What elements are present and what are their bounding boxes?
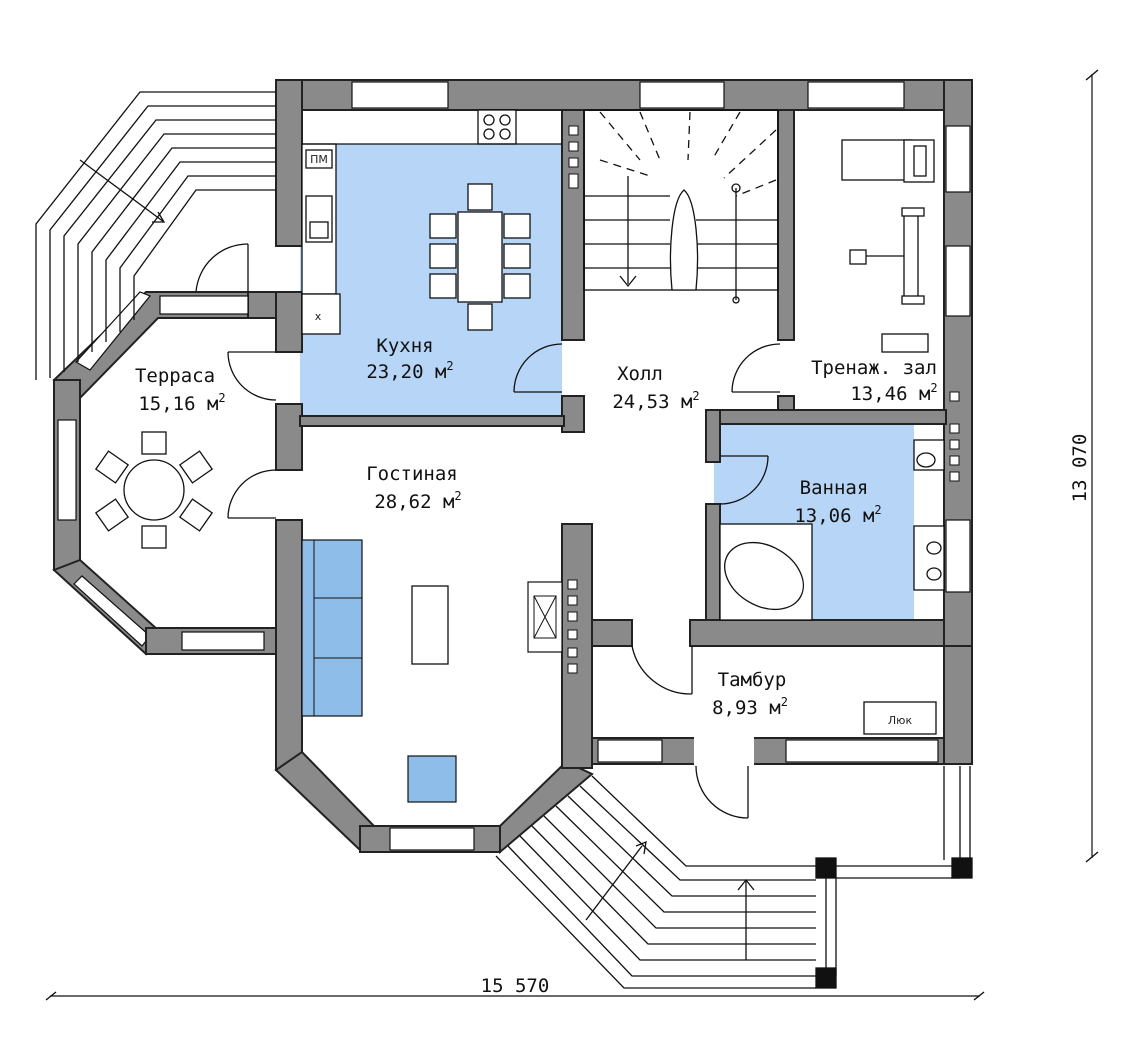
kitchen-cabinet [301,293,341,335]
porch [495,766,973,989]
dining-chair [503,243,531,269]
dishwasher [305,149,333,169]
wall-bay-right [499,760,594,855]
dimensions: 15 570 13 070 [45,69,1099,1001]
terrace-chair [141,525,167,549]
wall-living-hall [561,523,593,769]
stove [477,109,517,145]
vestibule: Люк [695,701,937,819]
window-vestibule-1 [597,739,663,763]
terrace-chair [141,431,167,455]
svg-text:ПМ: ПМ [310,153,328,166]
wall-bath-vestibule [689,619,945,647]
weight-bench [903,209,919,301]
wall-gym-bath [705,409,947,425]
gym-name: Тренаж. зал [811,357,937,379]
dining-chair [467,303,493,331]
wall-left-living-upper [275,403,303,471]
window-right-2 [945,245,971,317]
staircase [583,109,781,393]
vestibule-area: 8,93 м2 [712,695,788,719]
living-room [301,539,693,803]
living-name: Гостиная [366,463,458,485]
wall-bath-left [705,503,721,635]
treadmill [841,139,913,181]
terrace-area: 15,16 м2 [138,391,225,415]
dining-table [457,211,503,303]
terrace-table [123,459,185,521]
living-area: 28,62 м2 [374,489,461,513]
bathtub [724,541,804,611]
kitchen: x ПМ [301,109,563,393]
window-right-1 [945,125,971,193]
window-top-3 [807,81,905,109]
wall-kitchen-hall-lower [561,395,585,433]
wall-left-living [275,519,303,771]
armchair [407,755,457,803]
wall-gym-hall [777,109,795,341]
room-labels: Кухня 23,20 м2 Холл 24,53 м2 Тренаж. зал… [135,335,938,719]
wall-kitchen-living [299,415,565,427]
bathroom-name: Ванная [800,477,869,499]
dining-chair [429,243,457,269]
inner-walls [299,109,960,769]
hall-area: 24,53 м2 [612,389,699,413]
dining-chair [503,213,531,239]
wall-left-upper [275,79,303,247]
window-vestibule-2 [785,739,939,763]
kitchen-name: Кухня [376,335,433,357]
exercise-bike [881,333,929,353]
dining-chair [467,183,493,211]
terrace-chair [94,498,130,532]
gym [841,139,935,353]
svg-text:x: x [315,310,322,323]
terrace-stairs [35,91,277,519]
gym-area: 13,46 м2 [850,381,937,405]
dining-chair [503,273,531,299]
dining-chair [429,273,457,299]
entrance-opening [694,736,754,766]
sofa [301,539,363,717]
window-right-3 [945,519,971,593]
dining-chair [429,213,457,239]
wall-left-kitchen [275,291,303,353]
bathroom [719,439,945,621]
terrace-chair [178,450,214,484]
vestibule-name: Тамбур [718,669,787,691]
outer-walls [247,79,973,855]
hall-name: Холл [617,363,663,385]
bathroom-area: 13,06 м2 [794,503,881,527]
coffee-table [411,585,449,665]
wall-hall-vestibule-left [591,619,633,647]
wall-right-vestibule [943,645,973,765]
kitchen-area: 23,20 м2 [366,359,453,383]
window-top-2 [639,81,725,109]
wall-bath-left-upper [705,409,721,463]
terrace [52,291,277,656]
width-dimension: 15 570 [481,975,550,997]
window-top-1 [351,81,449,109]
terrace-name: Терраса [135,365,215,387]
height-dimension: 13 070 [1069,434,1091,503]
window-bay [389,827,475,851]
hatch-label: Люк [888,714,913,727]
double-sink [913,525,945,591]
terrace-chair [178,498,214,532]
hatch [863,701,937,735]
terrace-chair [94,450,130,484]
